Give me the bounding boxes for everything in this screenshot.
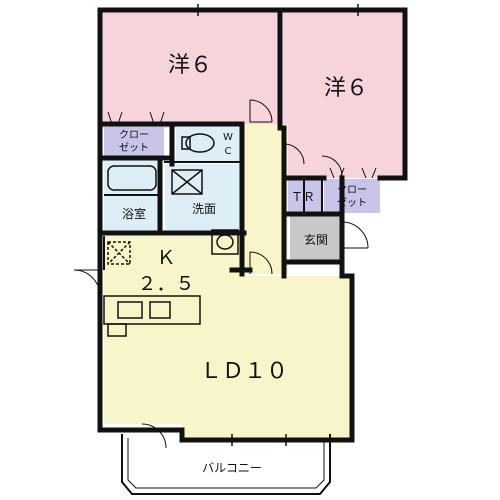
western-room-1-label: 洋６ <box>168 53 212 78</box>
bathtub <box>107 165 157 191</box>
wc-label-c: C <box>225 146 232 157</box>
door-swings <box>73 99 377 449</box>
closet-2-label-line2: ゼット <box>337 197 367 209</box>
closet-1-label-line2: ゼット <box>119 142 149 154</box>
living-dining-label: ＬＤ１０ <box>200 359 288 384</box>
fixtures <box>103 133 239 337</box>
walls <box>97 7 408 443</box>
wc-label-w: W <box>223 132 233 143</box>
wc-fill <box>176 124 242 162</box>
stove <box>117 301 143 319</box>
western-room-2-fill <box>283 10 405 178</box>
bathroom-label: 浴室 <box>122 206 146 221</box>
closet-1-fill <box>104 124 164 156</box>
balcony-label: バルコニー <box>202 461 262 475</box>
balcony-outline <box>121 434 331 495</box>
closet-2-label-line1: クロー <box>337 184 367 196</box>
sink <box>149 301 171 319</box>
living-dining-fill <box>104 236 350 438</box>
fridge-space <box>107 241 131 265</box>
washroom-label: 洗面 <box>192 202 216 216</box>
balcony-inner <box>127 438 325 489</box>
window-ticks <box>197 4 359 446</box>
entrance-fill <box>290 216 342 260</box>
kitchen-label: Ｋ <box>156 247 175 269</box>
washbasin <box>211 229 239 255</box>
trunk-room-label: ＴＲ <box>291 190 315 204</box>
thin-walls <box>103 161 323 270</box>
kitchen-size-label: ２．５ <box>137 273 194 295</box>
washing-machine-pan <box>171 169 203 195</box>
closet-1-label-line1: クロー <box>119 129 149 141</box>
closet-2-fill <box>324 179 380 213</box>
hall-fill <box>244 124 288 274</box>
toilet <box>185 133 215 153</box>
entrance-label: 玄関 <box>304 232 328 247</box>
kitchen-counter <box>103 295 201 325</box>
western-room-2-label: 洋６ <box>324 76 368 101</box>
